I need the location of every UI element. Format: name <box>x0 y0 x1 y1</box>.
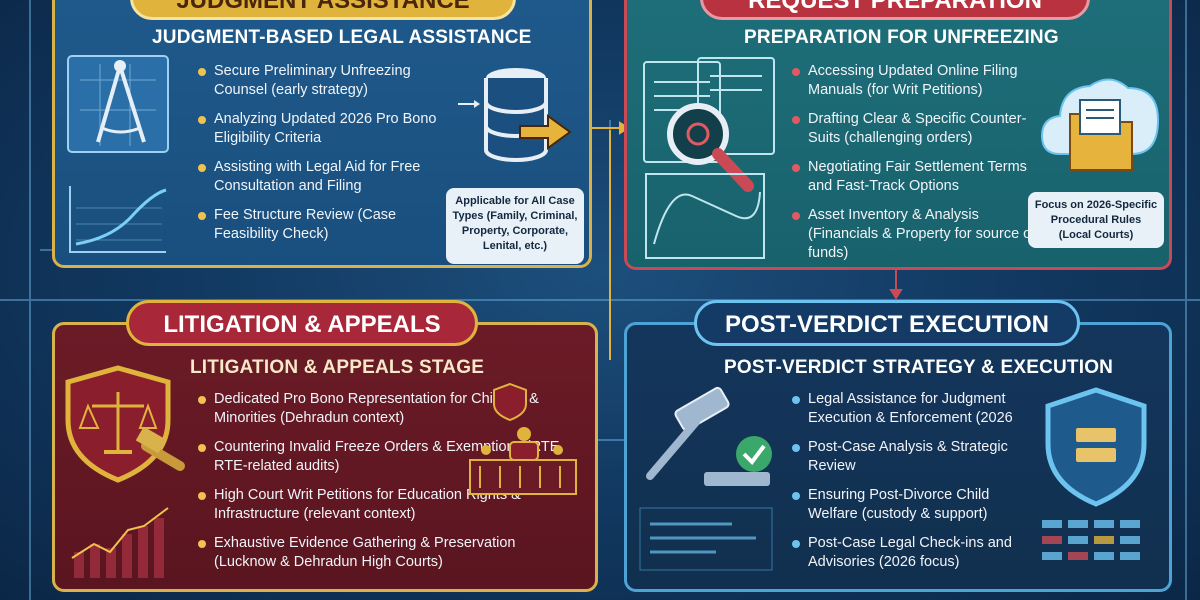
list-item: High Court Writ Petitions for Education … <box>196 486 576 524</box>
banner-judgment-assistance: JUDGMENT ASSISTANCE <box>130 0 516 20</box>
list-litigation-appeals: Dedicated Pro Bono Representation for Ch… <box>196 390 576 582</box>
justice-shield-icon <box>65 365 185 483</box>
gavel-check-icon <box>646 386 772 486</box>
banner-request-preparation: REQUEST PREPARATION <box>700 0 1090 20</box>
subtitle-judgment-legal-assistance: JUDGMENT-BASED LEGAL ASSISTANCE <box>152 27 532 48</box>
list-item: Asset Inventory & Analysis (Financials &… <box>790 206 1050 263</box>
security-shield-icon <box>1042 387 1147 560</box>
subtitle-litigation-appeals-stage: LITIGATION & APPEALS STAGE <box>190 357 485 378</box>
list-item: Exhaustive Evidence Gathering & Preserva… <box>196 534 576 572</box>
code-lines-icon <box>639 507 773 571</box>
list-item: Countering Invalid Freeze Orders & Exemp… <box>196 438 576 476</box>
database-export-icon <box>458 68 572 162</box>
note-case-types: Applicable for All Case Types (Family, C… <box>446 188 584 264</box>
list-item: Dedicated Pro Bono Representation for Ch… <box>196 390 576 428</box>
list-request-preparation: Accessing Updated Online Filing Manuals … <box>790 62 1050 273</box>
list-item: Assisting with Legal Aid for Free Consul… <box>196 158 446 196</box>
list-item: Secure Preliminary Unfreezing Counsel (e… <box>196 62 446 100</box>
list-item: Post-Case Analysis & Strategic Review <box>790 438 1040 476</box>
list-item: Analyzing Updated 2026 Pro Bono Eligibil… <box>196 110 446 148</box>
trend-chart-icon <box>69 186 167 253</box>
list-item: Accessing Updated Online Filing Manuals … <box>790 62 1050 100</box>
list-item: Fee Structure Review (Case Feasibility C… <box>196 206 446 244</box>
courtroom-icon <box>469 382 577 495</box>
subtitle-preparation-unfreezing: PREPARATION FOR UNFREEZING <box>744 27 1059 48</box>
subtitle-post-verdict-strategy: POST-VERDICT STRATEGY & EXECUTION <box>724 357 1114 378</box>
list-item: Negotiating Fair Settlement Terms and Fa… <box>790 158 1050 196</box>
cloud-folder-icon <box>1040 78 1160 171</box>
magnifier-document-icon <box>643 57 775 259</box>
bar-trend-icon <box>71 507 169 578</box>
list-post-verdict-execution: Legal Assistance for Judgment Execution … <box>790 390 1040 582</box>
list-item: Ensuring Post-Divorce Child Welfare (cus… <box>790 486 1040 524</box>
banner-post-verdict-execution: POST-VERDICT EXECUTION <box>694 300 1080 346</box>
list-item: Drafting Clear & Specific Counter-Suits … <box>790 110 1050 148</box>
list-item: Post-Case Legal Check-ins and Advisories… <box>790 534 1040 572</box>
list-judgment-assistance: Secure Preliminary Unfreezing Counsel (e… <box>196 62 446 254</box>
list-item: Legal Assistance for Judgment Execution … <box>790 390 1040 428</box>
note-procedural-rules: Focus on 2026-Specific Procedural Rules … <box>1028 192 1164 248</box>
banner-litigation-appeals: LITIGATION & APPEALS <box>126 300 478 346</box>
compass-blueprint-icon <box>67 55 169 153</box>
